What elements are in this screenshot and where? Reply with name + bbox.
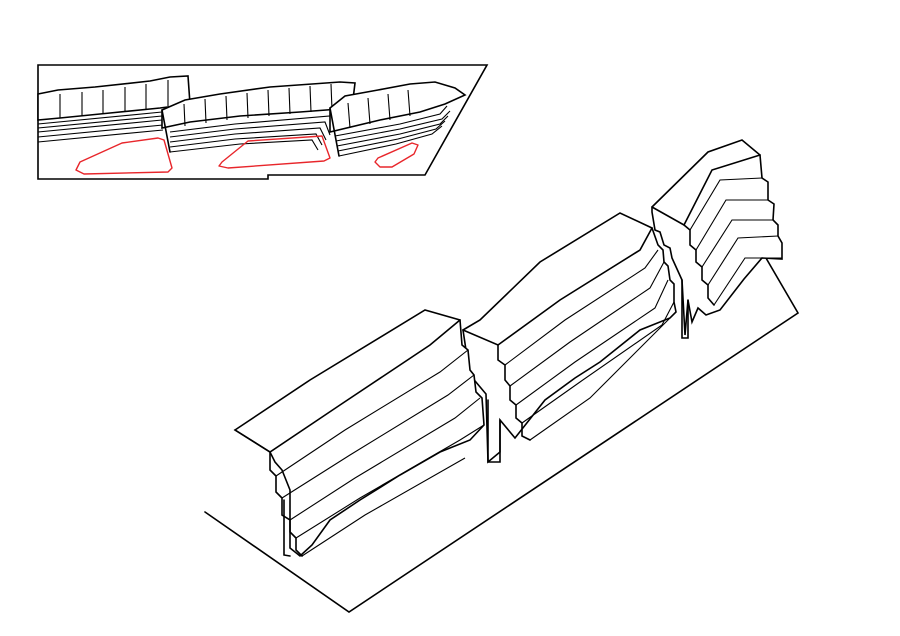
plan-view	[37, 64, 489, 180]
axonometric-view	[204, 139, 800, 613]
plan-site-outline	[37, 64, 489, 180]
plan-block-east	[329, 81, 467, 157]
plan-zone-west	[75, 137, 173, 175]
axon-base-platform	[204, 233, 800, 613]
plan-block-west	[37, 75, 191, 143]
axon-block-east	[651, 139, 783, 339]
axon-block-center	[462, 212, 677, 464]
plan-block-center	[161, 81, 356, 153]
plan-zone-center	[218, 135, 331, 169]
plan-zone-east	[374, 142, 419, 168]
axon-block-west	[233, 309, 485, 558]
